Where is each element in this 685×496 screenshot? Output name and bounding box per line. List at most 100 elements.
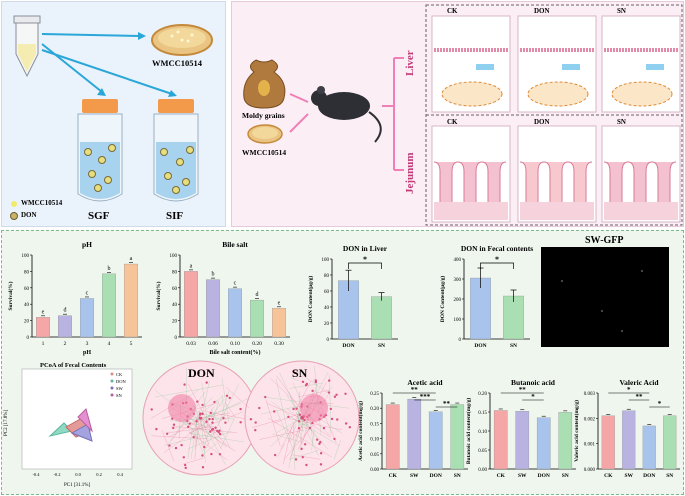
x-axis-label: Bile salt content(%) <box>210 349 261 356</box>
network-edge <box>194 380 210 450</box>
network-edge <box>225 386 250 409</box>
strain-label: WMCC10514 <box>242 148 287 157</box>
network-node <box>213 400 216 404</box>
nucleus <box>527 81 589 107</box>
network-node <box>201 466 205 469</box>
chart-title: Acetic acid <box>407 378 443 387</box>
bar <box>58 315 72 338</box>
liver-group-don: DON <box>534 7 550 15</box>
network-edge <box>195 403 241 421</box>
lamina <box>434 202 508 220</box>
network-edge <box>161 429 174 461</box>
network-node <box>200 416 203 420</box>
network-edge <box>276 410 294 451</box>
sig-mark: ** <box>519 386 527 394</box>
jejunum-group-don: DON <box>534 118 550 126</box>
network-edge <box>295 380 312 410</box>
x-tick-label: SN <box>666 473 673 479</box>
y-axis-label: DON Content(μg/g) <box>307 276 314 323</box>
x-tick-label: CK <box>497 473 506 479</box>
network-node <box>301 380 305 384</box>
network-edge <box>288 426 296 443</box>
network-node <box>218 429 221 432</box>
y-tick-label: 0.25 <box>370 392 379 397</box>
network-node <box>308 426 312 430</box>
network-node <box>327 391 331 394</box>
moldy-label: Moldy grains <box>242 111 285 120</box>
y-tick-label: 0 <box>327 338 330 343</box>
y-tick-label: 100 <box>322 258 330 263</box>
network-edge <box>296 413 301 418</box>
y-tick-label: 0.00 <box>370 468 379 473</box>
significance-letter: e <box>42 309 45 315</box>
y-tick-label: 0 <box>27 336 30 341</box>
network-edge <box>155 384 224 398</box>
y-axis-label: Butanoic acid content(mg/g) <box>465 398 472 464</box>
y-tick-label: 0.003 <box>584 392 596 397</box>
network-edge <box>164 434 209 446</box>
network-node <box>329 407 333 411</box>
sig-mark: * <box>627 386 631 394</box>
don-particle <box>104 176 112 184</box>
network-edge <box>266 403 301 419</box>
significance-letter: a <box>130 256 133 262</box>
sgf-label: SGF <box>88 210 110 222</box>
network-edge <box>206 411 246 419</box>
sig-mark: ** <box>443 400 451 408</box>
significance-letter: d <box>64 308 67 314</box>
y-tick-label: 0.20 <box>478 392 487 397</box>
bar <box>371 296 392 340</box>
jejunum-group-ck: CK <box>447 118 458 126</box>
lamina <box>604 202 678 220</box>
network-node <box>201 412 204 416</box>
network-edge <box>312 378 316 383</box>
network-edge <box>187 427 193 459</box>
network-node <box>165 432 169 436</box>
network-sn-title: SN <box>292 366 308 380</box>
network-edge <box>275 378 289 436</box>
y-tick-label: 0.05 <box>370 453 379 458</box>
network-edge <box>280 406 303 450</box>
network-node <box>225 394 229 397</box>
network-node <box>273 410 276 413</box>
network-edge <box>293 369 330 394</box>
network-edge <box>267 417 332 458</box>
network-module <box>168 394 196 422</box>
y-tick-label: 0.002 <box>584 417 596 422</box>
pcoa-legend-label: DON <box>116 379 126 384</box>
network-node <box>318 442 321 445</box>
bar <box>385 404 400 470</box>
y-tick-label: 0.00 <box>478 468 487 473</box>
pcoa-legend-label: CK <box>116 372 123 377</box>
network-node <box>209 411 212 415</box>
network-edge <box>299 425 313 431</box>
bar <box>228 288 242 338</box>
pcoa-title: PCoA of Fecal Contents <box>40 362 107 369</box>
y-tick-label: 400 <box>454 258 462 263</box>
network-node <box>209 430 212 433</box>
significance-letter: e <box>278 300 281 306</box>
bar <box>36 317 50 338</box>
network-node <box>188 422 191 425</box>
x-tick-label: CK <box>604 473 613 479</box>
network-node <box>264 395 267 399</box>
network-node <box>300 447 303 451</box>
x-tick-label: SN <box>510 343 517 349</box>
y-tick-label: 40 <box>24 303 30 308</box>
y-tick-label: 100 <box>454 318 462 323</box>
bar <box>102 273 116 338</box>
bar <box>493 410 508 470</box>
x-tick-label: 4 <box>108 341 111 347</box>
y-tick-label: 200 <box>454 298 462 303</box>
don-particle <box>172 186 180 194</box>
network-edge <box>289 418 310 443</box>
network-node <box>297 427 301 430</box>
network-node <box>249 417 253 421</box>
network-node <box>180 443 183 447</box>
x-tick-label: DON <box>342 343 354 349</box>
pcoa-legend-label: SW <box>116 386 124 391</box>
sig-mark: * <box>363 255 367 264</box>
significance-letter: a <box>190 263 193 269</box>
